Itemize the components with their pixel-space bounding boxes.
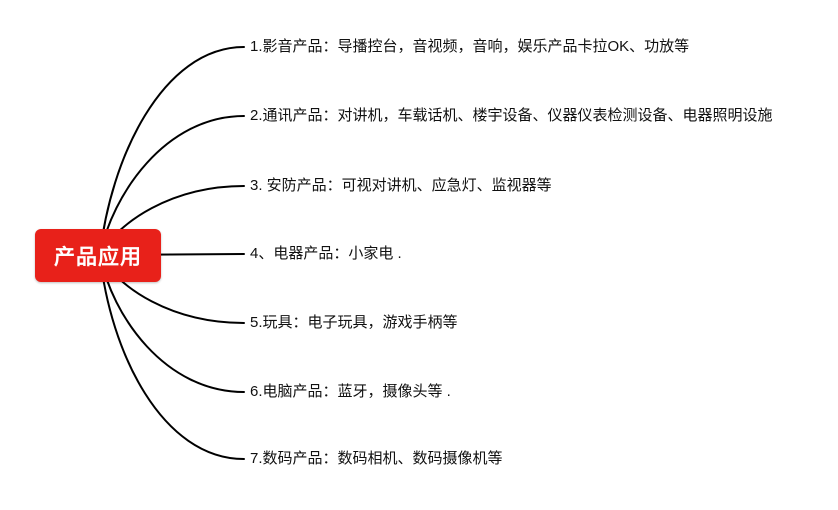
- branch-topic-toy-products[interactable]: 5.玩具：电子玩具，游戏手柄等: [250, 314, 458, 331]
- branch-topic-security-products[interactable]: 3. 安防产品：可视对讲机、应急灯、监视器等: [250, 177, 552, 194]
- edge-branch-1: [99, 46, 245, 256]
- edge-branch-7: [99, 254, 245, 460]
- root-topic-node[interactable]: 产品应用: [35, 229, 161, 282]
- branch-topic-communication-products[interactable]: 2.通讯产品：对讲机，车载话机、楼宇设备、仪器仪表检测设备、电器照明设施: [250, 107, 773, 124]
- root-topic-label: 产品应用: [54, 245, 142, 269]
- branch-topic-computer-products[interactable]: 6.电脑产品：蓝牙，摄像头等 .: [250, 383, 451, 400]
- branch-topic-digital-products[interactable]: 7.数码产品：数码相机、数码摄像机等: [250, 450, 503, 467]
- branch-topic-av-products[interactable]: 1.影音产品：导播控台，音视频，音响，娱乐产品卡拉OK、功放等: [250, 38, 690, 55]
- branch-topic-appliance-products[interactable]: 4、电器产品：小家电 .: [250, 245, 402, 262]
